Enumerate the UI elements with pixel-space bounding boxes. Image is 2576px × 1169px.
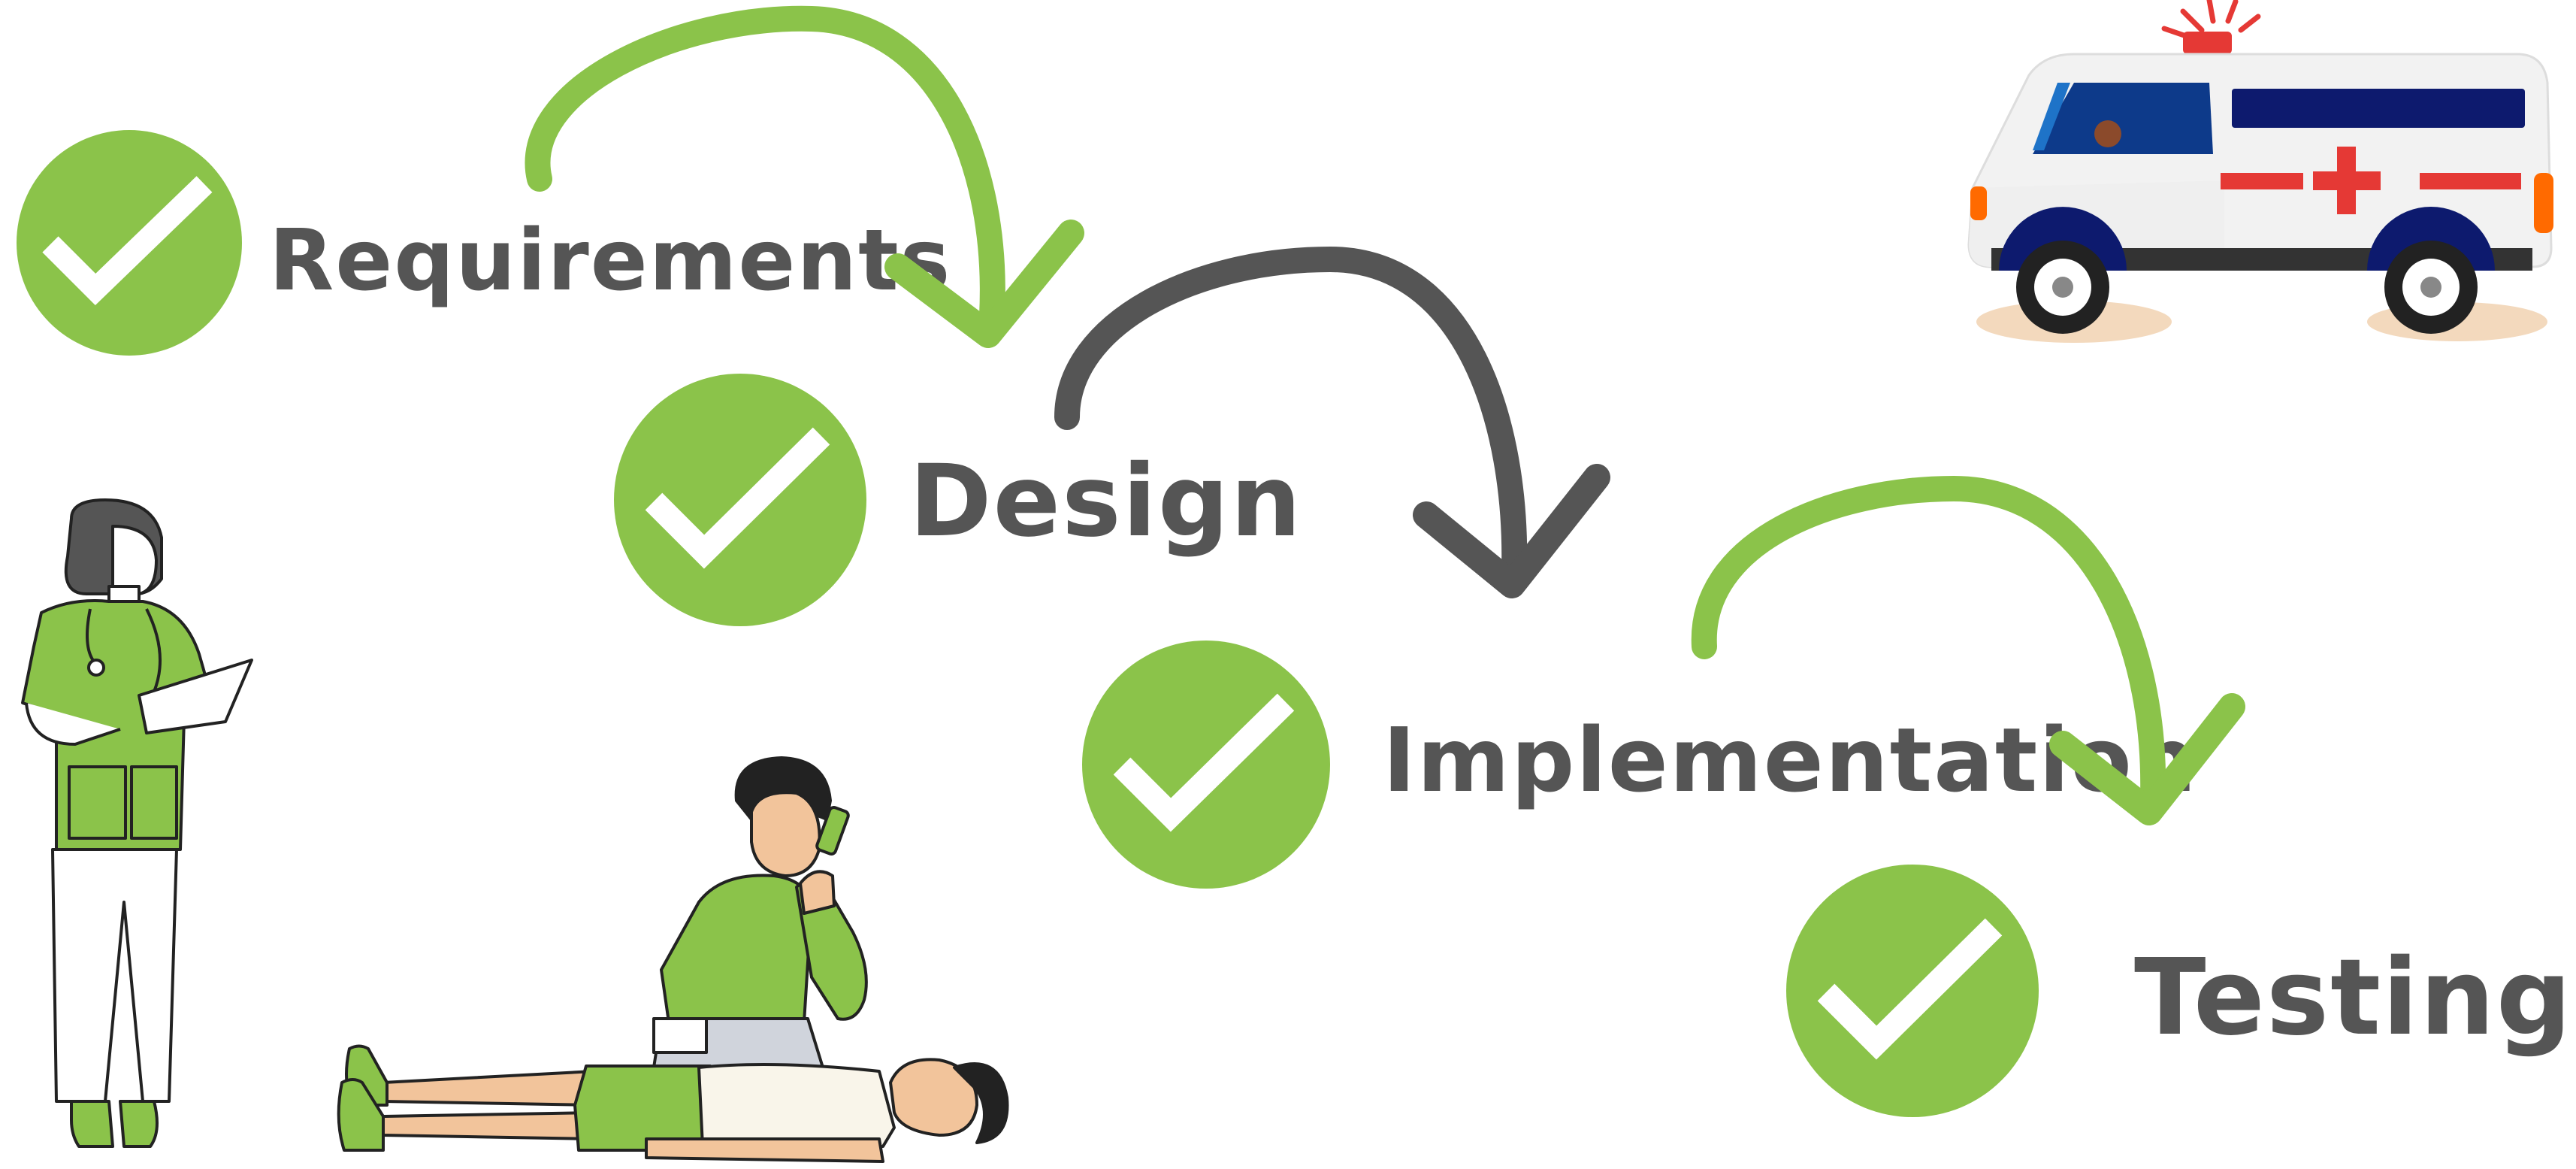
step-requirements: Requirements (17, 130, 951, 356)
doctor-illustration (21, 498, 253, 1148)
arrow-design-to-implementation (1054, 246, 1610, 598)
arrow-requirements-to-design (525, 5, 1084, 348)
step-label-testing: Testing (2134, 937, 2573, 1059)
step-label-implementation: Implementation (1383, 708, 2198, 812)
helper-on-phone-illustration (652, 756, 868, 1069)
step-design: Design (614, 374, 1302, 626)
check-icon (1113, 693, 1295, 832)
ambulance-illustration (1967, 0, 2553, 343)
step-testing: Testing (1786, 865, 2573, 1117)
step-label-requirements: Requirements (269, 212, 951, 310)
step-label-design: Design (909, 444, 1302, 559)
arrow-implementation-to-testing (1691, 475, 2245, 825)
patient-lying-illustration (337, 1044, 1009, 1163)
check-icon (645, 427, 830, 569)
check-icon (42, 176, 213, 306)
check-icon (1817, 918, 2003, 1060)
step-implementation: Implementation (1082, 641, 2198, 889)
